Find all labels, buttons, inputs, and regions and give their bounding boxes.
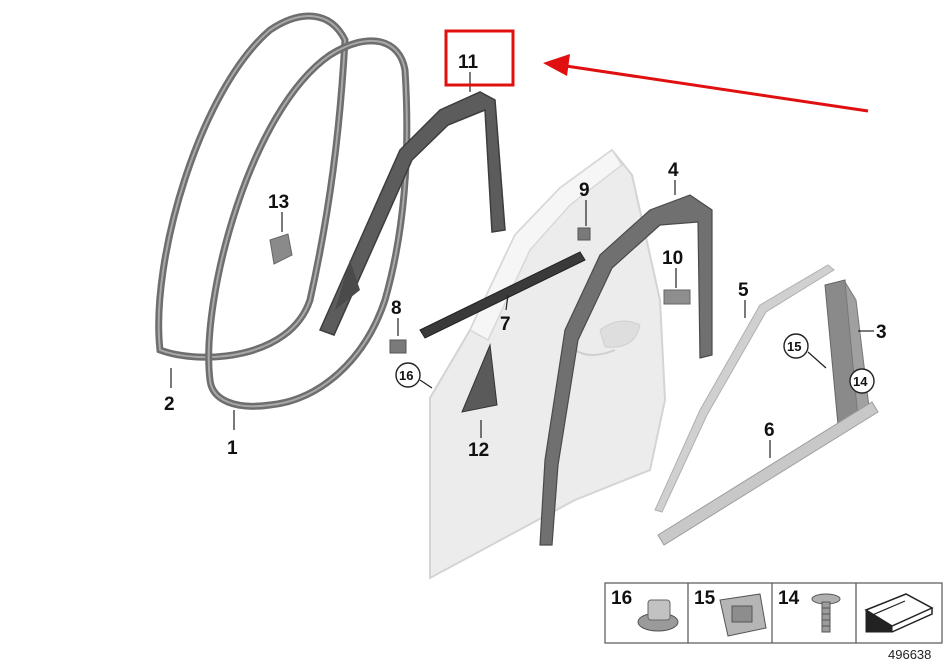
fastener-legend: 16 15 14 [604, 582, 943, 644]
callout-12: 12 [468, 440, 489, 461]
svg-text:16: 16 [611, 588, 632, 609]
outer-trim-strip-5 [654, 264, 835, 513]
pillar-cover-3 [824, 279, 871, 426]
callout-10: 10 [662, 248, 683, 269]
callout-circle-15: 15 [783, 333, 809, 359]
callout-8: 8 [391, 298, 402, 319]
retainer-clip-icon [719, 593, 767, 637]
callout-3: 3 [876, 322, 887, 343]
callout-9: 9 [579, 180, 590, 201]
screw-icon [811, 593, 841, 633]
clip-nut-icon [637, 599, 679, 632]
callout-13: 13 [268, 192, 289, 213]
figure-id: 496638 [888, 647, 931, 662]
leader-lines [170, 72, 874, 458]
callout-circle-16: 16 [395, 362, 421, 388]
legend-item-14: 14 [778, 588, 841, 633]
svg-text:15: 15 [694, 588, 716, 609]
callout-1: 1 [227, 438, 238, 459]
mirror-triangle-12 [461, 343, 498, 413]
svg-text:14: 14 [778, 588, 800, 609]
clip-10 [663, 289, 691, 305]
kit-arrow-icon [864, 593, 934, 633]
callout-11: 11 [458, 52, 479, 73]
door-seal-1 [205, 37, 411, 410]
callout-6: 6 [764, 420, 775, 441]
inner-belt-strip-7 [419, 251, 586, 339]
belt-moulding-6 [657, 401, 879, 546]
legend-item-16: 16 [611, 588, 679, 632]
callout-4: 4 [668, 160, 679, 181]
callout-circle-14: 14 [849, 368, 875, 394]
frame-seal-4 [539, 194, 713, 546]
callout-7: 7 [500, 314, 511, 335]
clip-8 [389, 339, 407, 354]
callout-5: 5 [738, 280, 749, 301]
window-frame-seal-11 [318, 91, 506, 336]
svg-text:16: 16 [399, 368, 413, 383]
legend-item-kit [864, 593, 934, 633]
legend-item-15: 15 [694, 588, 767, 637]
highlight-arrow [543, 54, 869, 113]
svg-text:14: 14 [853, 374, 868, 389]
svg-text:15: 15 [787, 339, 801, 354]
clip-9 [577, 227, 591, 241]
trim-piece-13 [269, 233, 293, 265]
highlight-box [444, 29, 515, 87]
callout-2: 2 [164, 394, 175, 415]
